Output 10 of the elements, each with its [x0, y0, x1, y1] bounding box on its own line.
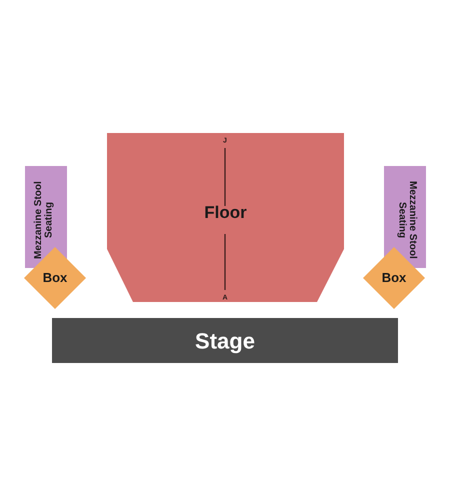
mezzanine-section [384, 166, 426, 268]
stage [52, 318, 398, 363]
section-label: Stage [195, 328, 255, 352]
section-label: Box [382, 271, 406, 285]
mezzanine-section [25, 166, 67, 268]
section-label: Floor [204, 204, 247, 222]
section-label: Mezzanine Stool Seating [34, 180, 56, 261]
floor-section [107, 133, 344, 302]
section-label: Mezzanine Stool Seating [396, 180, 417, 261]
section-label: Box [42, 271, 68, 285]
